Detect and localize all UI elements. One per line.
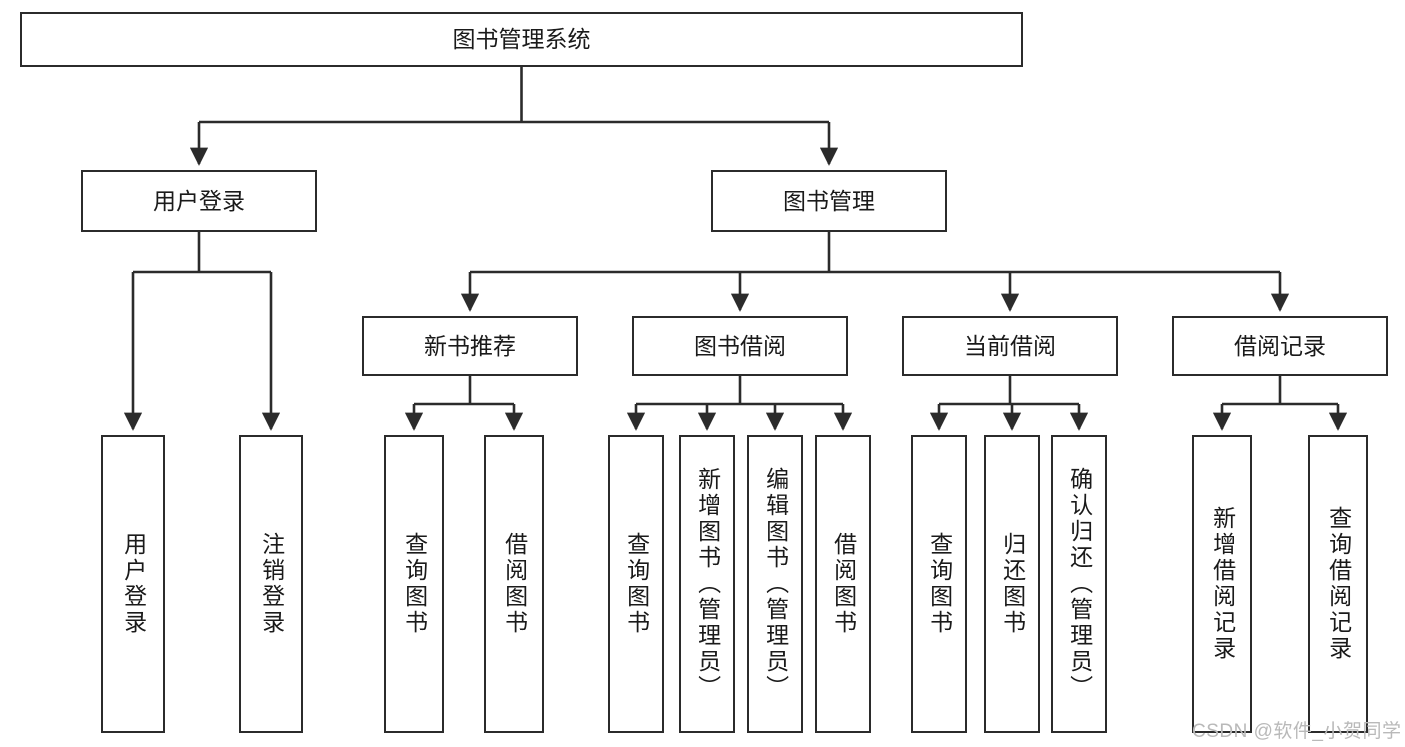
node-leaf-logout-label: 注销登录 <box>258 532 285 636</box>
node-borrow-record[interactable]: 借阅记录 <box>1172 316 1388 376</box>
node-book-manage[interactable]: 图书管理 <box>711 170 947 232</box>
node-leaf-query-borrow-record[interactable]: 查询借阅记录 <box>1308 435 1368 733</box>
node-leaf-query-borrow-record-label: 查询借阅记录 <box>1325 506 1352 662</box>
node-leaf-query-book-1-label: 查询图书 <box>401 532 428 636</box>
node-new-book-recommend-label: 新书推荐 <box>424 332 516 359</box>
node-book-borrow-label: 图书借阅 <box>694 332 786 359</box>
node-root[interactable]: 图书管理系统 <box>20 12 1023 67</box>
node-leaf-add-book-admin-label: 新增图书（管理员） <box>694 467 721 701</box>
node-new-book-recommend[interactable]: 新书推荐 <box>362 316 578 376</box>
node-leaf-query-book-2-label: 查询图书 <box>623 532 650 636</box>
node-root-label: 图书管理系统 <box>452 26 591 53</box>
node-leaf-user-login[interactable]: 用户登录 <box>101 435 165 733</box>
node-leaf-add-borrow-record-label: 新增借阅记录 <box>1209 506 1236 662</box>
node-leaf-query-book-1[interactable]: 查询图书 <box>384 435 444 733</box>
node-leaf-add-book-admin[interactable]: 新增图书（管理员） <box>679 435 735 733</box>
node-user-login-label: 用户登录 <box>153 187 245 214</box>
node-leaf-add-borrow-record[interactable]: 新增借阅记录 <box>1192 435 1252 733</box>
node-leaf-query-book-2[interactable]: 查询图书 <box>608 435 664 733</box>
node-leaf-query-book-3[interactable]: 查询图书 <box>911 435 967 733</box>
node-leaf-borrow-book-1-label: 借阅图书 <box>501 532 528 636</box>
node-leaf-borrow-book-2-label: 借阅图书 <box>830 532 857 636</box>
node-book-borrow[interactable]: 图书借阅 <box>632 316 848 376</box>
node-leaf-edit-book-admin-label: 编辑图书（管理员） <box>762 467 789 701</box>
node-leaf-confirm-return-admin-label: 确认归还（管理员） <box>1066 467 1093 701</box>
node-borrow-record-label: 借阅记录 <box>1234 332 1326 359</box>
node-leaf-user-login-label: 用户登录 <box>120 532 147 636</box>
node-leaf-query-book-3-label: 查询图书 <box>926 532 953 636</box>
node-leaf-confirm-return-admin[interactable]: 确认归还（管理员） <box>1051 435 1107 733</box>
node-leaf-borrow-book-1[interactable]: 借阅图书 <box>484 435 544 733</box>
node-current-borrow-label: 当前借阅 <box>964 332 1056 359</box>
node-leaf-borrow-book-2[interactable]: 借阅图书 <box>815 435 871 733</box>
node-leaf-return-book[interactable]: 归还图书 <box>984 435 1040 733</box>
node-user-login[interactable]: 用户登录 <box>81 170 317 232</box>
node-leaf-edit-book-admin[interactable]: 编辑图书（管理员） <box>747 435 803 733</box>
node-book-manage-label: 图书管理 <box>783 187 875 214</box>
node-current-borrow[interactable]: 当前借阅 <box>902 316 1118 376</box>
node-leaf-return-book-label: 归还图书 <box>999 532 1026 636</box>
node-leaf-logout[interactable]: 注销登录 <box>239 435 303 733</box>
